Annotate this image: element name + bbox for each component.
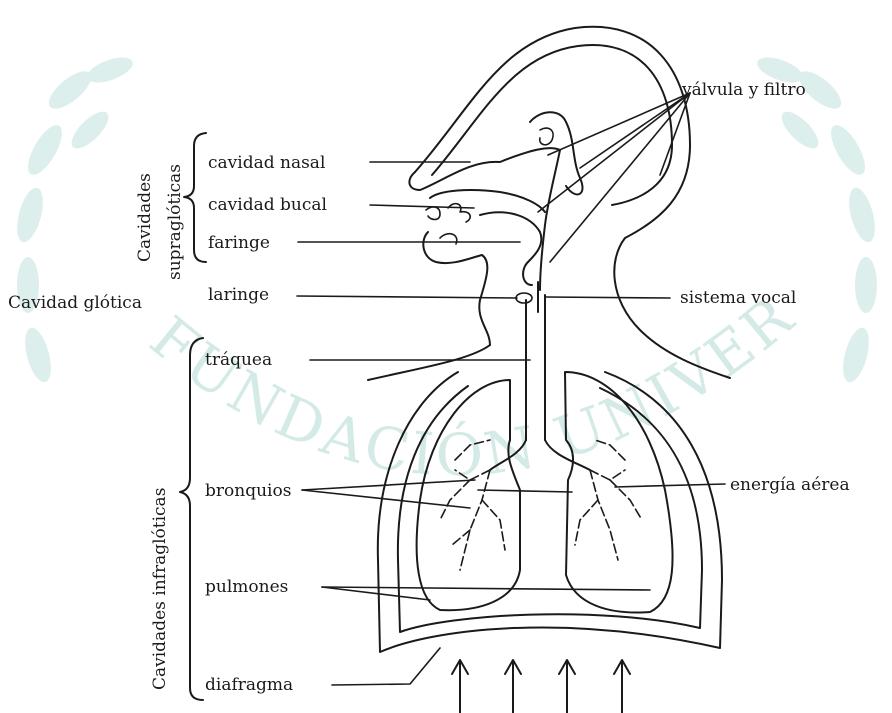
label-laringe: laringe: [208, 285, 269, 305]
label-faringe: faringe: [208, 233, 270, 253]
label-cavidades-infra: Cavidades infraglóticas: [150, 488, 170, 690]
label-energia-aerea: energía aérea: [730, 475, 850, 495]
brace-supraglottic: [184, 133, 206, 262]
label-diafragma: diafragma: [205, 675, 293, 695]
label-traquea: tráquea: [205, 350, 272, 370]
arrow-up-icon: [505, 660, 521, 713]
label-cavidad-bucal: cavidad bucal: [208, 195, 327, 215]
label-cavidades-supra-2: supraglóticas: [165, 164, 185, 280]
arrow-up-icon: [559, 660, 575, 713]
label-cavidad-glotica: Cavidad glótica: [8, 293, 142, 313]
label-pulmones: pulmones: [205, 577, 288, 597]
label-valvula-filtro: válvula y filtro: [681, 80, 806, 100]
label-sistema-vocal: sistema vocal: [680, 288, 796, 308]
label-cavidad-nasal: cavidad nasal: [208, 153, 325, 173]
arrow-up-icon: [614, 660, 630, 713]
arrow-up-icon: [452, 660, 468, 713]
air-arrows: [452, 660, 630, 713]
label-cavidades-supra-1: Cavidades: [135, 173, 155, 262]
label-bronquios: bronquios: [205, 481, 291, 501]
watermark-seal: FUNDACIÓN UNIVERSITARIA: [0, 0, 880, 490]
laurel-left-icon: [12, 52, 136, 384]
